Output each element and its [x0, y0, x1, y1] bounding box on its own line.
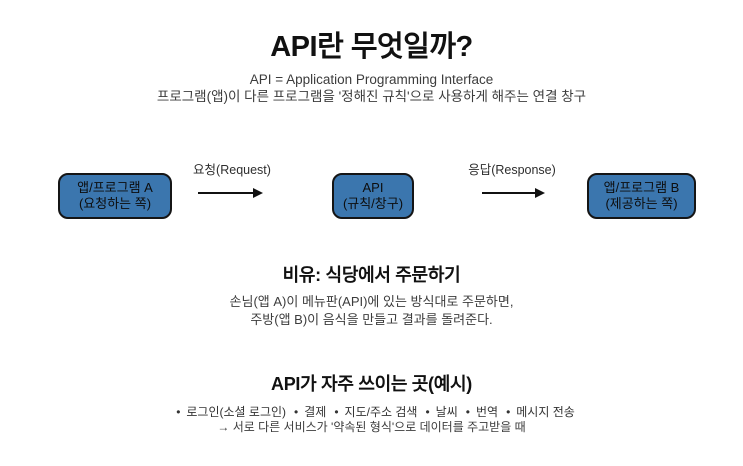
diagram-box-app-a: 앱/프로그램 A (요청하는 쪽) [58, 173, 172, 219]
analogy-body: 손님(앱 A)이 메뉴판(API)에 있는 방식대로 주문하면, 주방(앱 B)… [0, 293, 743, 328]
request-arrow-label: 요청(Request) [193, 163, 271, 177]
box-b-subtitle: (제공하는 쪽) [605, 196, 678, 211]
subtitle: API = Application Programming Interface … [0, 71, 743, 105]
diagram-box-api: API (규칙/창구) [332, 173, 414, 219]
analogy-line-2: 주방(앱 B)이 음식을 만들고 결과를 돌려준다. [250, 311, 493, 327]
response-arrow-label: 응답(Response) [468, 163, 556, 177]
response-arrow-icon [482, 188, 545, 198]
bullet-icon: • [506, 405, 511, 419]
usage-example-item: 로그인(소셜 로그인) [186, 405, 287, 419]
box-a-title: 앱/프로그램 A [77, 180, 153, 195]
usage-example-item: 메시지 전송 [516, 405, 575, 419]
usage-heading: API가 자주 쓰이는 곳(예시) [271, 374, 472, 394]
bullet-icon: • [465, 405, 470, 419]
usage-examples-list: • 로그인(소셜 로그인) • 결제 • 지도/주소 검색 • 날씨 • 번역 • 메시지 전송 [0, 405, 743, 420]
subtitle-line-1: API = Application Programming Interface [249, 72, 494, 87]
subtitle-line-2: 프로그램(앱)이 다른 프로그램을 '정해진 규칙'으로 사용하게 해주는 연결… [156, 89, 587, 104]
usage-example-item: 결제 [304, 405, 327, 419]
analogy-heading: 비유: 식당에서 주문하기 [282, 265, 461, 285]
usage-note: → 서로 다른 서비스가 '약속된 형식'으로 데이터를 주고받을 때 [217, 420, 526, 434]
box-a-subtitle: (요청하는 쪽) [78, 196, 152, 211]
analogy-line-1: 손님(앱 A)이 메뉴판(API)에 있는 방식대로 주문하면, [229, 294, 514, 309]
bullet-icon: • [294, 405, 299, 419]
page-title: API란 무엇일까? [270, 31, 473, 63]
box-api-title: API [362, 180, 384, 195]
request-arrow-icon [198, 188, 263, 198]
box-api-subtitle: (규칙/창구) [342, 196, 404, 211]
bullet-icon: • [176, 405, 181, 419]
bullet-icon: • [425, 405, 430, 419]
box-b-title: 앱/프로그램 B [603, 180, 680, 195]
bullet-icon: • [334, 405, 339, 419]
usage-example-item: 번역 [475, 405, 499, 419]
usage-example-item: 날씨 [435, 405, 458, 419]
diagram-box-app-b: 앱/프로그램 B (제공하는 쪽) [587, 173, 696, 219]
usage-example-item: 지도/주소 검색 [344, 405, 418, 419]
